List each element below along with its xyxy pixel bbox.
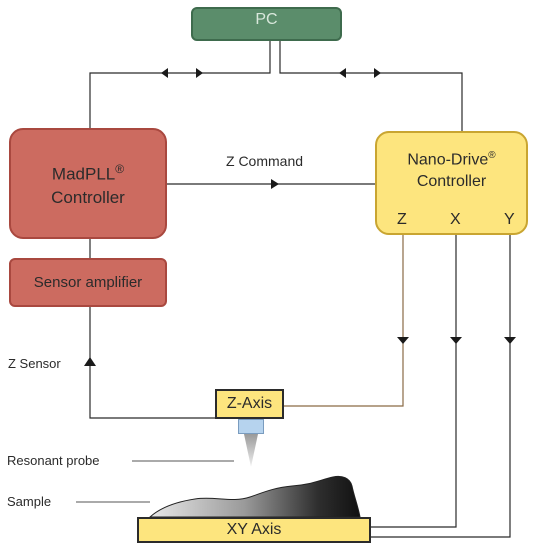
pc-nanodrive-link (279, 41, 463, 131)
pc-box: PC (191, 7, 342, 41)
nanodrive-title: Nano-Drive® (407, 150, 496, 169)
arrow-right-icon (271, 179, 279, 189)
z-axis-box: Z-Axis (215, 389, 284, 419)
probe-mount (238, 419, 264, 434)
z-drive-link (284, 235, 404, 407)
z-command-label: Z Command (226, 153, 304, 169)
z-axis-label: Z-Axis (226, 395, 273, 412)
nanodrive-axis-y: Y (504, 211, 515, 228)
arrow-down-icon (504, 337, 516, 344)
sample-shape (148, 475, 361, 518)
arrow-down-icon (397, 337, 409, 344)
pc-madpll-link (89, 41, 271, 128)
arrow-down-icon (450, 337, 462, 344)
arrow-right-icon (196, 68, 203, 78)
sample-label: Sample (7, 494, 52, 509)
madpll-subtitle: Controller (51, 188, 125, 208)
sensor-amplifier-label: Sensor amplifier (33, 274, 143, 291)
xy-axis-box: XY Axis (137, 517, 371, 543)
probe-tip (244, 434, 258, 467)
madpll-controller-box: MadPLL® Controller (9, 128, 167, 239)
x-drive-link (371, 235, 457, 528)
nanodrive-controller-box: Nano-Drive® Controller (375, 131, 528, 235)
arrow-right-icon (374, 68, 381, 78)
nanodrive-axis-x: X (450, 211, 461, 228)
arrow-left-icon (339, 68, 346, 78)
sensor-amplifier-box: Sensor amplifier (9, 258, 167, 307)
arrow-left-icon (161, 68, 168, 78)
madpll-title: MadPLL® (51, 161, 125, 184)
pc-label: PC (255, 11, 278, 28)
y-drive-link (371, 235, 511, 538)
nanodrive-subtitle: Controller (416, 173, 487, 191)
z-sensor-link (89, 307, 215, 419)
xy-axis-label: XY Axis (226, 521, 282, 538)
resonant-probe-label: Resonant probe (7, 453, 100, 468)
arrow-up-icon (84, 357, 96, 366)
nanodrive-axis-z: Z (397, 211, 407, 228)
z-sensor-label: Z Sensor (8, 356, 61, 371)
